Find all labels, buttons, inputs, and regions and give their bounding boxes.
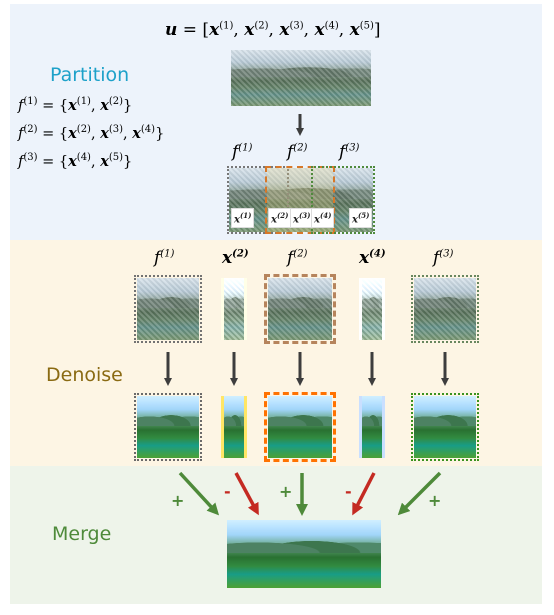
segment-tag-x1: x(1) [231, 208, 255, 229]
sequence-equation: u = [x(1), x(2), x(3), x(4), x(5)] [165, 20, 381, 40]
merge-arrow-x4 [352, 472, 376, 516]
segment-tag-x4: x(4) [311, 208, 335, 229]
merge-sign-plus-f2: + [279, 482, 293, 501]
input-panorama-image [231, 50, 371, 106]
merge-arrow-x2 [234, 472, 259, 516]
column-head-f1: f(1) [154, 248, 175, 268]
partition-label: Partition [50, 64, 130, 86]
segment-tag-x2: x(2) [268, 208, 292, 229]
group-label-f1: f(1) [232, 142, 253, 162]
merge-arrow-f3 [397, 471, 442, 516]
noisy-image-f3 [411, 275, 479, 343]
denoised-image-f3 [411, 393, 479, 461]
noisy-image-x4 [362, 278, 382, 340]
segment-tag-x5: x(5) [349, 208, 373, 229]
partition-def-f3: f(3) = {x(4), x(5)} [18, 152, 133, 170]
denoised-image-f1 [134, 393, 202, 461]
merge-sign-plus-f3: + [428, 491, 442, 510]
merge-label: Merge [52, 523, 112, 545]
merge-sign-plus-f1: + [171, 491, 185, 510]
noisy-image-x2 [224, 278, 244, 340]
noisy-image-f2 [264, 274, 336, 344]
denoise-label: Denoise [46, 364, 123, 386]
merge-sign-minus-x4: - [345, 482, 352, 501]
column-head-x4: x(4) [359, 248, 386, 268]
merge-arrow-f1 [178, 471, 220, 516]
merge-sign-minus-x2: - [224, 482, 231, 501]
denoised-image-x2 [224, 396, 244, 458]
merged-panorama-image [227, 520, 381, 588]
column-head-f3: f(3) [433, 248, 454, 268]
column-head-f2: f(2) [287, 248, 308, 268]
partition-def-f2: f(2) = {x(2), x(3), x(4)} [18, 124, 165, 142]
group-label-f3: f(3) [339, 142, 360, 162]
denoised-image-x4 [362, 396, 382, 458]
noisy-image-f1 [134, 275, 202, 343]
group-label-f2: f(2) [287, 142, 308, 162]
segment-tag-x3: x(3) [290, 208, 314, 229]
partition-def-f1: f(1) = {x(1), x(2)} [18, 96, 133, 114]
column-head-x2: x(2) [222, 248, 249, 268]
denoised-image-f2 [264, 392, 336, 462]
